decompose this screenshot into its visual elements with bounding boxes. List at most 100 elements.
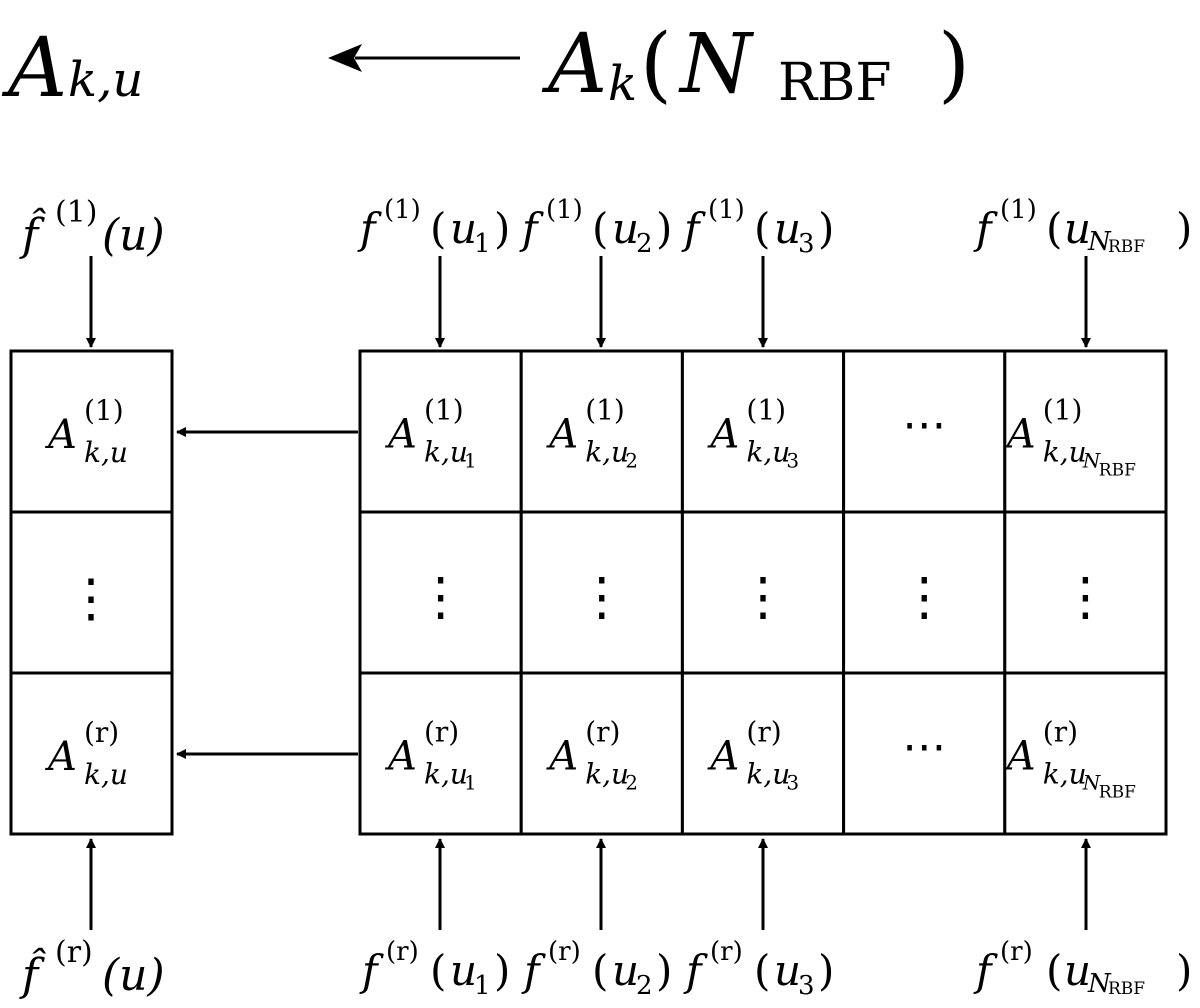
entry-base: A xyxy=(706,412,739,458)
matrix-entry: A(r)k,u3 xyxy=(706,716,799,795)
matrix-hdots: ⋯ xyxy=(902,722,946,773)
bottom-input-n-var: u xyxy=(1064,946,1091,995)
header-right-base: A xyxy=(541,17,607,112)
top-input-n-sup: (1) xyxy=(1000,195,1037,225)
left-cell-1-base: A xyxy=(44,412,77,458)
matrix-entry: A(1)k,u2 xyxy=(545,394,638,473)
header-right-sub: k xyxy=(608,56,637,112)
header-right-open: ( xyxy=(640,17,672,112)
bottom-input-3-sup: (r) xyxy=(710,937,743,967)
matrix-bottom-input-2: f (r) ( u 2 ) xyxy=(521,937,672,1001)
bottom-input-2-sup: (r) xyxy=(548,937,581,967)
left-cell-3-label: A (r) k,u xyxy=(44,716,128,791)
matrix-vdots: ⋮ xyxy=(1059,568,1111,628)
top-input-3-var: u xyxy=(774,204,801,253)
header-right-close: ) xyxy=(938,17,970,112)
left-cell-3-sub: k,u xyxy=(84,758,128,791)
entry-base: A xyxy=(545,412,578,458)
matrix-cell-r3-c1 xyxy=(358,671,523,836)
entry-idx: N xyxy=(1082,771,1102,795)
matrix-vdots: ⋮ xyxy=(898,568,950,628)
entry-sup: (1) xyxy=(1043,394,1083,427)
header-arrow xyxy=(328,44,520,72)
matrix-entry: A(r)k,u1 xyxy=(384,716,477,795)
entry-sup: (1) xyxy=(424,394,464,427)
top-input-2-var: u xyxy=(612,204,639,253)
bottom-input-3-open: ( xyxy=(754,946,770,995)
bottom-input-n-close: ) xyxy=(1176,946,1192,995)
left-top-input-sup: (1) xyxy=(55,195,98,230)
left-cell-3 xyxy=(9,671,174,836)
left-bottom-input: f̂ (r) (u) xyxy=(19,935,165,1001)
left-cell-3-base: A xyxy=(44,734,77,780)
entry-sub: k,u xyxy=(746,436,790,469)
top-input-2-open: ( xyxy=(592,204,608,253)
bottom-input-2-open: ( xyxy=(592,946,608,995)
bottom-input-n-idx: N xyxy=(1087,969,1112,999)
entry-idx: 2 xyxy=(625,449,638,473)
bottom-input-1-open: ( xyxy=(430,946,446,995)
matrix-bottom-input-n: f (r) ( u N RBF ) xyxy=(973,937,1192,999)
entry-idx-sub: RBF xyxy=(1099,461,1136,481)
top-input-2-f: f xyxy=(519,204,544,253)
top-input-n-var: u xyxy=(1064,204,1091,253)
bottom-input-3-f: f xyxy=(683,946,708,995)
left-cell-2 xyxy=(9,510,174,675)
bottom-input-n-sup: (r) xyxy=(1000,937,1033,967)
top-input-1-f: f xyxy=(357,204,382,253)
left-bottom-input-arg: (u) xyxy=(102,950,165,1001)
bottom-input-1-f: f xyxy=(359,946,384,995)
matrix-top-input-n: f (1) ( u N RBF ) xyxy=(973,195,1192,257)
matrix-vdots: ⋮ xyxy=(576,568,628,628)
matrix-bottom-input-1: f (r) ( u 1 ) xyxy=(359,937,510,1001)
entry-base: A xyxy=(1003,734,1036,780)
header-arrow-head xyxy=(328,44,362,72)
top-input-1-sup: (1) xyxy=(384,195,421,225)
matrix-vdots: ⋮ xyxy=(737,568,789,628)
matrix-top-input-3: f (1) ( u 3 ) xyxy=(681,195,834,259)
matrix-cell-r2-c5 xyxy=(1003,510,1168,675)
top-input-2-sup: (1) xyxy=(546,195,583,225)
entry-idx: 2 xyxy=(625,771,638,795)
left-cell-1-sup: (1) xyxy=(84,394,124,427)
header-left-base: A xyxy=(1,21,67,116)
matrix-cell-r1-c1 xyxy=(358,349,523,514)
entry-sub: k,u xyxy=(424,436,468,469)
matrix-cell-r2-c4 xyxy=(842,510,1007,675)
entry-sup: (r) xyxy=(746,716,781,749)
top-input-3-close: ) xyxy=(818,204,834,253)
bottom-input-1-var: u xyxy=(450,946,477,995)
entry-idx: 1 xyxy=(464,771,477,795)
top-input-3-open: ( xyxy=(754,204,770,253)
bottom-input-1-idx: 1 xyxy=(474,971,491,1001)
entry-idx: 3 xyxy=(786,449,799,473)
entry-sup: (r) xyxy=(424,716,459,749)
entry-sup: (1) xyxy=(746,394,786,427)
bottom-input-2-idx: 2 xyxy=(636,971,653,1001)
entry-base: A xyxy=(384,412,417,458)
matrix-cell-r1-c5 xyxy=(1003,349,1168,514)
top-input-1-idx: 1 xyxy=(474,229,491,259)
bottom-input-n-open: ( xyxy=(1046,946,1062,995)
top-input-n-idx-sub: RBF xyxy=(1108,237,1145,257)
matrix-hdots: ⋯ xyxy=(902,400,946,451)
top-input-1-var: u xyxy=(450,204,477,253)
top-input-n-idx: N xyxy=(1087,227,1112,257)
top-input-3-f: f xyxy=(681,204,706,253)
matrix-entry: A(1)k,u1 xyxy=(384,394,477,473)
matrix-cell-r1-c2 xyxy=(519,349,684,514)
left-cell-1 xyxy=(9,349,174,514)
entry-sup: (1) xyxy=(585,394,625,427)
bottom-input-n-idx-sub: RBF xyxy=(1108,979,1145,999)
header-left-term: A k,u xyxy=(1,21,143,116)
bottom-input-2-close: ) xyxy=(656,946,672,995)
matrix-cell-r2-c2 xyxy=(519,510,684,675)
top-input-2-idx: 2 xyxy=(636,229,653,259)
top-input-3-idx: 3 xyxy=(798,229,815,259)
matrix-cell-r3-c2 xyxy=(519,671,684,836)
header-right-term: A k ( N RBF ) xyxy=(541,17,970,113)
matrix-entry: A(r)k,u2 xyxy=(545,716,638,795)
left-cell-1-sub: k,u xyxy=(84,436,128,469)
